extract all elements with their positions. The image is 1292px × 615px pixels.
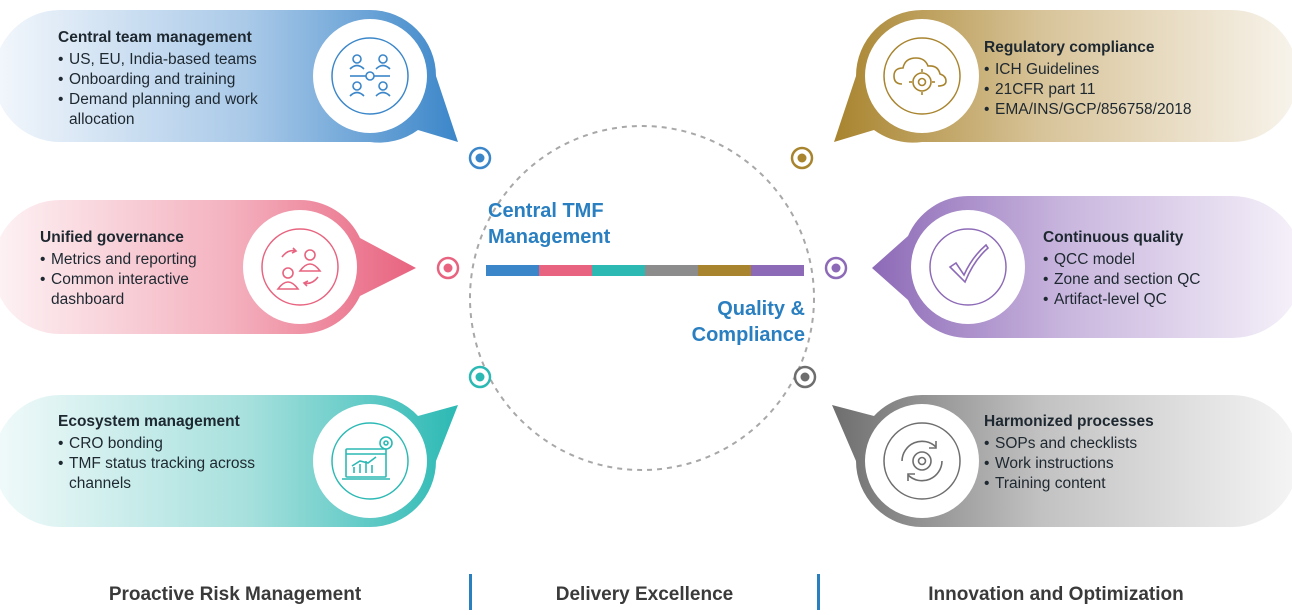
card-title: Unified governance <box>40 229 184 246</box>
card-item: Artifact-level QC <box>1043 290 1283 310</box>
card-regulatory: Regulatory compliance ICH Guidelines 21C… <box>984 38 1284 120</box>
card-item: Training content <box>984 474 1244 494</box>
cycle-gear-icon <box>883 422 961 500</box>
card-title: Continuous quality <box>1043 229 1184 246</box>
team-network-icon <box>331 37 409 115</box>
card-item: Demand planning and work allocation <box>58 90 279 130</box>
connector-dot-purple <box>824 256 848 280</box>
card-item: Work instructions <box>984 454 1244 474</box>
card-item: EMA/INS/GCP/856758/2018 <box>984 100 1284 120</box>
checkmark-icon <box>929 228 1007 306</box>
connector-dot-teal <box>468 365 492 389</box>
card-ecosystem: Ecosystem management CRO bonding TMF sta… <box>58 412 313 494</box>
card-item: Common interactive dashboard <box>40 270 251 310</box>
footer-proactive-risk: Proactive Risk Management <box>108 584 362 605</box>
card-continuous-quality: Continuous quality QCC model Zone and se… <box>1043 228 1283 310</box>
card-item: 21CFR part 11 <box>984 80 1284 100</box>
card-harmonized: Harmonized processes SOPs and checklists… <box>984 412 1244 494</box>
color-bar-segment <box>645 265 698 276</box>
color-bar-segment <box>751 265 804 276</box>
card-item: QCC model <box>1043 250 1283 270</box>
footer-delivery-excellence: Delivery Excellence <box>555 584 734 605</box>
center-dashed-circle <box>469 125 815 471</box>
cloud-gear-icon <box>883 37 961 115</box>
footer-innovation: Innovation and Optimization <box>928 584 1184 605</box>
card-item: Zone and section QC <box>1043 270 1283 290</box>
dashboard-gear-icon <box>331 422 409 500</box>
connector-dot-blue <box>468 146 492 170</box>
card-title: Regulatory compliance <box>984 39 1155 56</box>
card-central-team: Central team management US, EU, India-ba… <box>58 28 313 130</box>
card-item: Onboarding and training <box>58 70 313 90</box>
card-item: US, EU, India-based teams <box>58 50 313 70</box>
card-title: Ecosystem management <box>58 413 240 430</box>
card-item: Metrics and reporting <box>40 250 255 270</box>
card-item: CRO bonding <box>58 434 313 454</box>
card-item: TMF status tracking across channels <box>58 454 259 494</box>
color-bar-segment <box>539 265 592 276</box>
card-title: Harmonized processes <box>984 413 1154 430</box>
card-title: Central team management <box>58 29 252 46</box>
footer-separator <box>817 574 820 610</box>
connector-dot-gold <box>790 146 814 170</box>
center-subtitle: Quality & Compliance <box>691 298 805 346</box>
card-item: ICH Guidelines <box>984 60 1284 80</box>
footer-separator <box>469 574 472 610</box>
people-exchange-icon <box>261 228 339 306</box>
color-bar-segment <box>698 265 751 276</box>
color-bar-segment <box>486 265 539 276</box>
connector-dot-gray <box>793 365 817 389</box>
connector-dot-pink <box>436 256 460 280</box>
center-title: Central TMF Management <box>488 200 611 248</box>
card-unified-governance: Unified governance Metrics and reporting… <box>40 228 255 310</box>
color-bar-segment <box>592 265 645 276</box>
card-item: SOPs and checklists <box>984 434 1244 454</box>
color-bar <box>486 265 804 276</box>
